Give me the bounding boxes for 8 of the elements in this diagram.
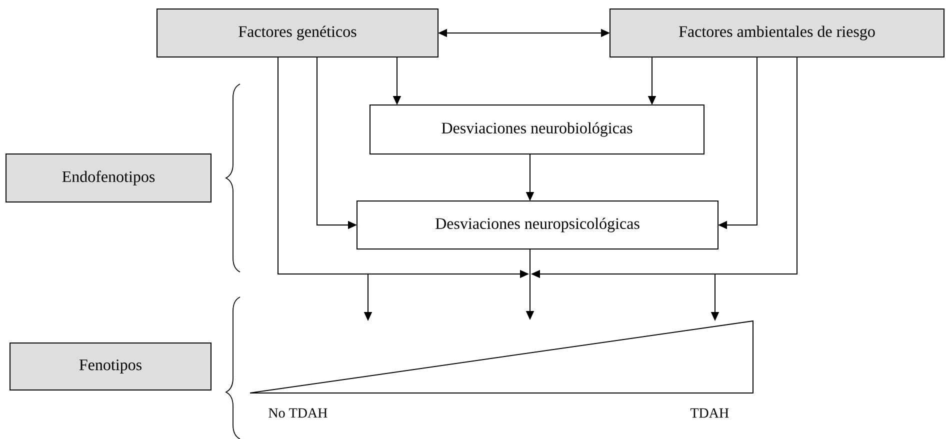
category-box: Fenotipos [10,342,212,390]
axis-label: No TDAH [268,408,328,418]
factor-box: Factores genéticos [156,8,438,58]
process-box: Desviaciones neurobiológicas [370,104,704,154]
process-box: Desviaciones neuropsicológicas [356,200,718,250]
category-box: Endofenotipos [6,154,212,202]
axis-label: TDAH [690,408,729,418]
factor-box: Factores ambientales de riesgo [610,8,944,58]
